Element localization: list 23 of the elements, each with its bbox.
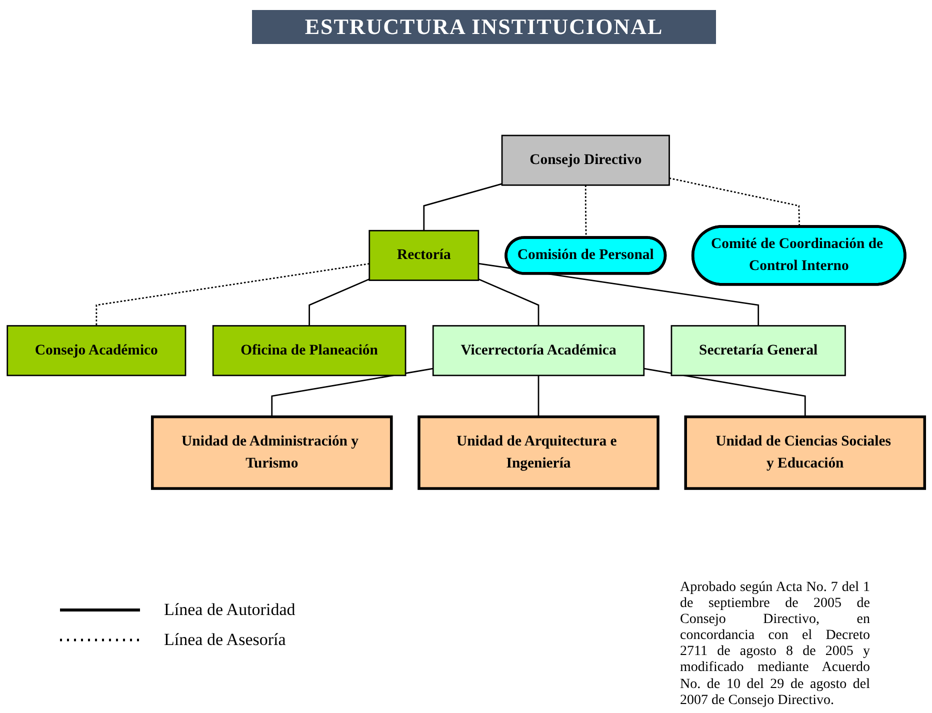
connector — [584, 185, 587, 238]
legend-label: Línea de Asesoría — [164, 630, 286, 650]
node-box: Rectoría — [368, 230, 480, 281]
connector — [669, 177, 800, 227]
node-box: Oficina de Planeación — [212, 325, 406, 376]
node-box: Vicerrectoría Académica — [432, 325, 645, 376]
approval-note: Aprobado según Acta No. 7 del 1 de septiembre de 2005 de Consejo Directivo, en concordancia con el Decreto 2711 de agosto 8 de 2005 y modificado mediante Acuerdo No. de 10 del 29 de agosto del 2007 de Consejo Directivo. — [680, 580, 870, 709]
node-box: Unidad de Ciencias Sociales y Educación — [684, 415, 926, 490]
connector — [308, 278, 370, 326]
node-box: Unidad de Arquitectura e Ingeniería — [418, 415, 660, 490]
node-box: Consejo Directivo — [501, 134, 670, 186]
connector — [538, 375, 540, 417]
legend-label: Línea de Autoridad — [164, 600, 296, 620]
connector — [478, 278, 540, 326]
connector — [478, 262, 760, 326]
connector — [96, 263, 370, 326]
connector — [271, 368, 434, 417]
connector — [423, 183, 502, 231]
connector — [644, 368, 806, 417]
node-box: Secretaría General — [670, 325, 846, 376]
node-box: Consejo Académico — [6, 325, 186, 376]
title-banner: ESTRUCTURA INSTITUCIONAL — [252, 10, 716, 44]
node-box: Unidad de Administración y Turismo — [150, 415, 393, 490]
